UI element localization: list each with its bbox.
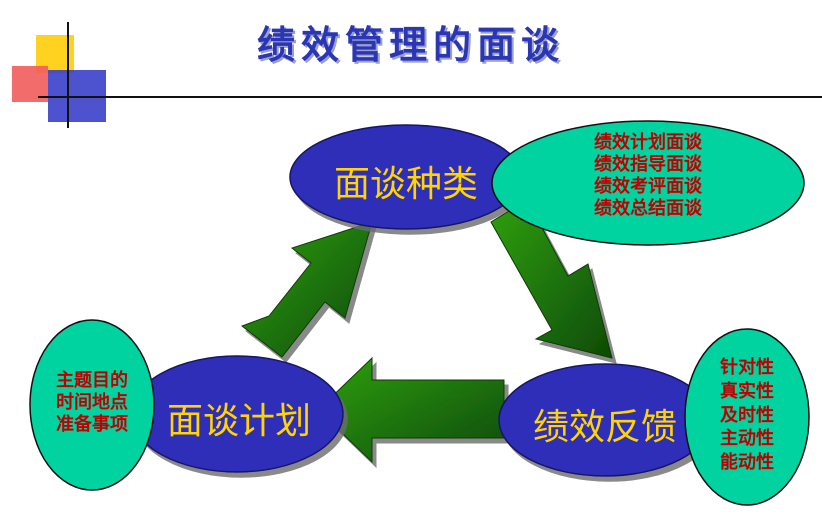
info-feedback-line: 主动性: [720, 428, 774, 450]
arrow-feedback-to-plan: [317, 356, 505, 464]
info-feedback-line: 及时性: [720, 404, 774, 426]
info-feedback-line: 针对性: [720, 357, 774, 378]
info-plan-line: 准备事项: [56, 413, 128, 435]
info-types-line: 绩效总结面谈: [594, 197, 702, 219]
info-types-line: 绩效考评面谈: [594, 175, 702, 197]
info-types-line: 绩效计划面谈: [594, 132, 702, 153]
node-feedback-label: 绩效反馈: [532, 407, 677, 448]
page-title: 绩效管理的面谈: [256, 22, 565, 67]
arrow-plan-to-types: [240, 221, 373, 358]
deco-vertical-line: [67, 22, 69, 128]
info-types-line: 绩效指导面谈: [594, 153, 702, 175]
info-plan-line: 主题目的: [56, 370, 128, 391]
deco-horizontal-line: [38, 96, 822, 98]
info-feedback-line: 能动性: [720, 452, 774, 473]
info-feedback-line: 真实性: [720, 380, 774, 402]
info-plan-line: 时间地点: [56, 391, 128, 413]
info-feedback-ellipse: [684, 328, 810, 506]
info-feedback-text: 针对性 真实性 及时性 主动性 能动性: [702, 356, 792, 475]
node-types-label: 面谈种类: [333, 164, 478, 205]
info-plan-ellipse: [29, 319, 155, 491]
info-types-ellipse: [491, 120, 805, 246]
info-plan-text: 主题目的 时间地点 准备事项: [42, 370, 142, 436]
info-types-text: 绩效计划面谈 绩效指导面谈 绩效考评面谈 绩效总结面谈: [560, 132, 736, 220]
node-plan-label: 面谈计划: [166, 401, 311, 442]
